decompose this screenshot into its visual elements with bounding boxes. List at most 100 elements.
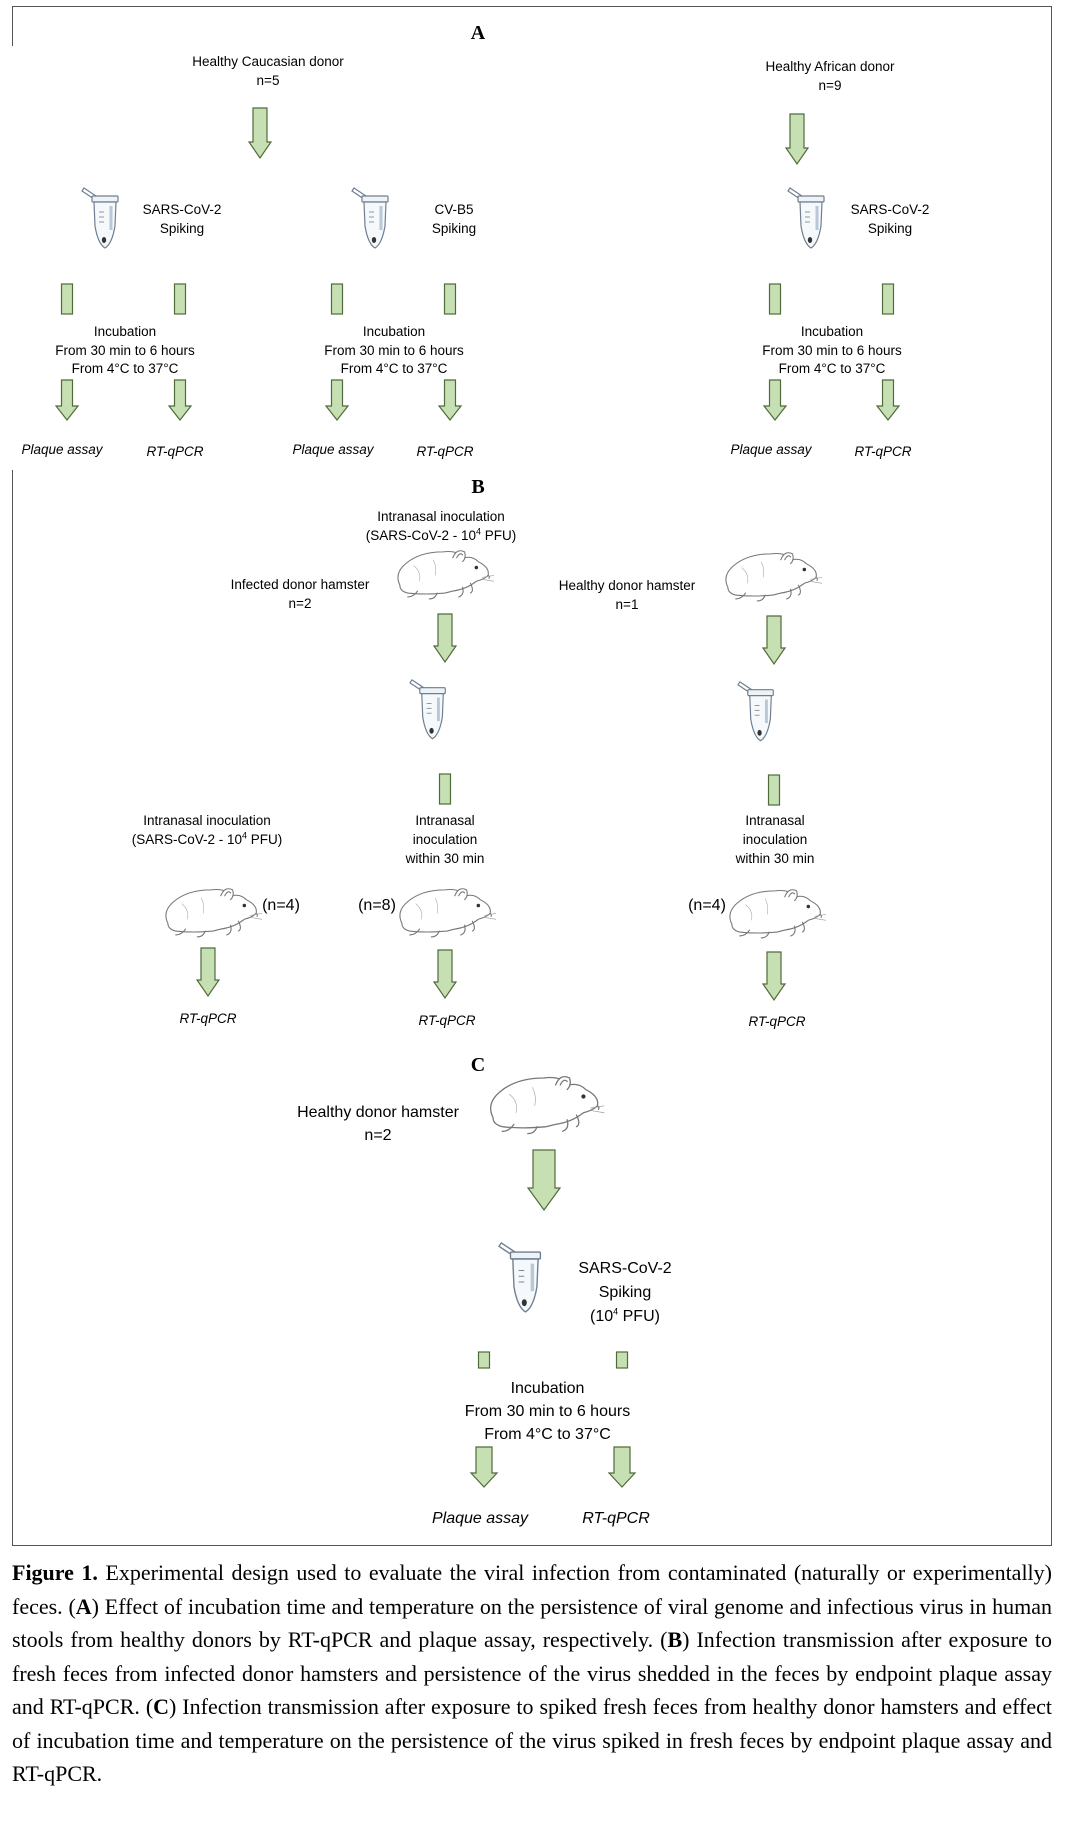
panel-b-frame xyxy=(12,474,1052,1546)
arrow-c-donor xyxy=(526,1149,562,1212)
caption-c-letter: C xyxy=(153,1694,170,1719)
rt-qpcr-b2: RT-qPCR xyxy=(418,1013,476,1028)
incubation-a2-time: From 30 min to 6 hours xyxy=(324,343,464,358)
frame-gap-a xyxy=(11,46,15,470)
incubation-a1-temp: From 4°C to 37°C xyxy=(71,361,179,376)
arrow-b-left-group xyxy=(195,947,221,998)
arrow-a1-left xyxy=(54,379,80,421)
panel-label-c: C xyxy=(470,1054,486,1076)
tube-a2-icon xyxy=(351,187,389,249)
hamster-b-right-group-icon xyxy=(729,889,827,939)
caucasian-donor-label: Healthy Caucasian donor xyxy=(192,54,344,69)
caption-a-letter: A xyxy=(75,1593,92,1619)
infected-n-label: n=2 xyxy=(288,596,312,611)
caption-c-text: ) Infection transmission after exposure … xyxy=(12,1694,1052,1786)
b-mid-intranasal-l1: Intranasal xyxy=(415,813,475,828)
incubation-c-temp: From 4°C to 37°C xyxy=(484,1426,611,1443)
b-mid-intranasal-l2: inoculation xyxy=(412,832,478,847)
stem-a1-left xyxy=(60,283,74,315)
spike-a2-virus-label: CV-B5 xyxy=(434,202,474,217)
arrow-c-plaque xyxy=(469,1446,499,1488)
incubation-a3-temp: From 4°C to 37°C xyxy=(778,361,886,376)
healthy-n-c-label: n=2 xyxy=(364,1127,392,1144)
caucasian-n-label: n=5 xyxy=(256,73,280,88)
caption-b-letter: B xyxy=(667,1627,683,1652)
c-dose-label: (104 PFU) xyxy=(590,1306,660,1325)
stem-a2-right xyxy=(443,283,457,315)
arrow-a-caucasian xyxy=(247,107,273,160)
hamster-healthy-donor-b-icon xyxy=(725,552,823,602)
b-right-count: (n=4) xyxy=(688,897,726,914)
stem-a2-left xyxy=(330,283,344,315)
panel-label-b: B xyxy=(471,476,485,498)
tube-c-icon xyxy=(498,1241,542,1313)
arrow-b-mid-group xyxy=(432,949,458,1000)
rt-qpcr-c: RT-qPCR xyxy=(582,1510,650,1527)
arrow-b-infected-donor xyxy=(432,613,458,664)
rt-qpcr-b3: RT-qPCR xyxy=(748,1014,806,1029)
hamster-c-donor-icon xyxy=(490,1076,605,1135)
plaque-assay-a3: Plaque assay xyxy=(730,442,812,457)
b-right-intranasal-l2: inoculation xyxy=(742,832,808,847)
incubation-c-label: Incubation xyxy=(510,1380,585,1397)
stem-b-right xyxy=(767,774,781,806)
spike-a3-spiking-label: Spiking xyxy=(867,221,913,236)
caption-a-text: ) Effect of incubation time and temperat… xyxy=(12,1593,1052,1653)
arrow-b-right-group xyxy=(761,951,787,1002)
b-right-intranasal-l3: within 30 min xyxy=(735,851,815,866)
tube-b-infected-icon xyxy=(409,679,446,740)
b-left-count: (n=4) xyxy=(262,897,300,914)
healthy-n-b-label: n=1 xyxy=(615,597,639,612)
b-right-intranasal-l1: Intranasal xyxy=(745,813,805,828)
stem-a1-right xyxy=(173,283,187,315)
figure-label: Figure 1. xyxy=(12,1560,98,1585)
incubation-c-time: From 30 min to 6 hours xyxy=(464,1403,631,1420)
infected-donor-label: Infected donor hamster xyxy=(230,577,370,592)
arrow-a-african xyxy=(784,113,810,166)
spike-a1-spiking-label: Spiking xyxy=(159,221,205,236)
b-intranasal-top-label: Intranasal inoculation xyxy=(377,509,505,524)
stem-a3-left xyxy=(768,283,782,315)
arrow-b-healthy-donor xyxy=(761,615,787,666)
tube-a3-icon xyxy=(787,187,825,249)
arrow-a2-left xyxy=(324,379,350,421)
arrow-a3-right xyxy=(875,379,901,421)
incubation-a1-time: From 30 min to 6 hours xyxy=(55,343,195,358)
panel-label-a: A xyxy=(470,22,486,44)
figure-caption: Figure 1. Experimental design used to ev… xyxy=(12,1556,1052,1791)
b-mid-count: (n=8) xyxy=(358,897,396,914)
rt-qpcr-a1: RT-qPCR xyxy=(146,444,204,459)
caption-intro: Experimental design used to evaluate the… xyxy=(12,1560,1052,1619)
arrow-a2-right xyxy=(437,379,463,421)
caption-b-text: ) Infection transmission after exposure … xyxy=(12,1627,1052,1719)
rt-qpcr-a2: RT-qPCR xyxy=(416,444,474,459)
arrow-a3-left xyxy=(762,379,788,421)
tube-b-healthy-icon xyxy=(737,681,774,742)
healthy-donor-c-label: Healthy donor hamster xyxy=(297,1104,459,1121)
incubation-a3-time: From 30 min to 6 hours xyxy=(762,343,902,358)
healthy-donor-b-label: Healthy donor hamster xyxy=(558,578,696,593)
spike-a1-virus-label: SARS-CoV-2 xyxy=(142,202,222,217)
stem-c-right xyxy=(615,1351,629,1369)
spike-a2-spiking-label: Spiking xyxy=(431,221,477,236)
african-n-label: n=9 xyxy=(818,78,842,93)
tube-a1-icon xyxy=(81,187,119,249)
b-left-intranasal-label: Intranasal inoculation xyxy=(143,813,271,828)
plaque-assay-a2: Plaque assay xyxy=(292,442,374,457)
stem-c-left xyxy=(477,1351,491,1369)
arrow-c-rtqpcr xyxy=(607,1446,637,1488)
incubation-a3-label: Incubation xyxy=(800,324,864,339)
african-donor-label: Healthy African donor xyxy=(765,59,895,74)
hamster-b-left-group-icon xyxy=(165,888,263,938)
stem-b-mid xyxy=(438,773,452,805)
stem-a3-right xyxy=(881,283,895,315)
spike-a3-virus-label: SARS-CoV-2 xyxy=(850,202,930,217)
plaque-assay-a1: Plaque assay xyxy=(21,442,103,457)
b-left-dose-label: (SARS-CoV-2 - 104 PFU) xyxy=(131,830,283,847)
b-dose-top-label: (SARS-CoV-2 - 104 PFU) xyxy=(365,526,517,543)
incubation-a2-label: Incubation xyxy=(362,324,426,339)
hamster-b-mid-group-icon xyxy=(399,888,497,938)
c-virus-label: SARS-CoV-2 xyxy=(578,1260,672,1277)
incubation-a1-label: Incubation xyxy=(93,324,157,339)
